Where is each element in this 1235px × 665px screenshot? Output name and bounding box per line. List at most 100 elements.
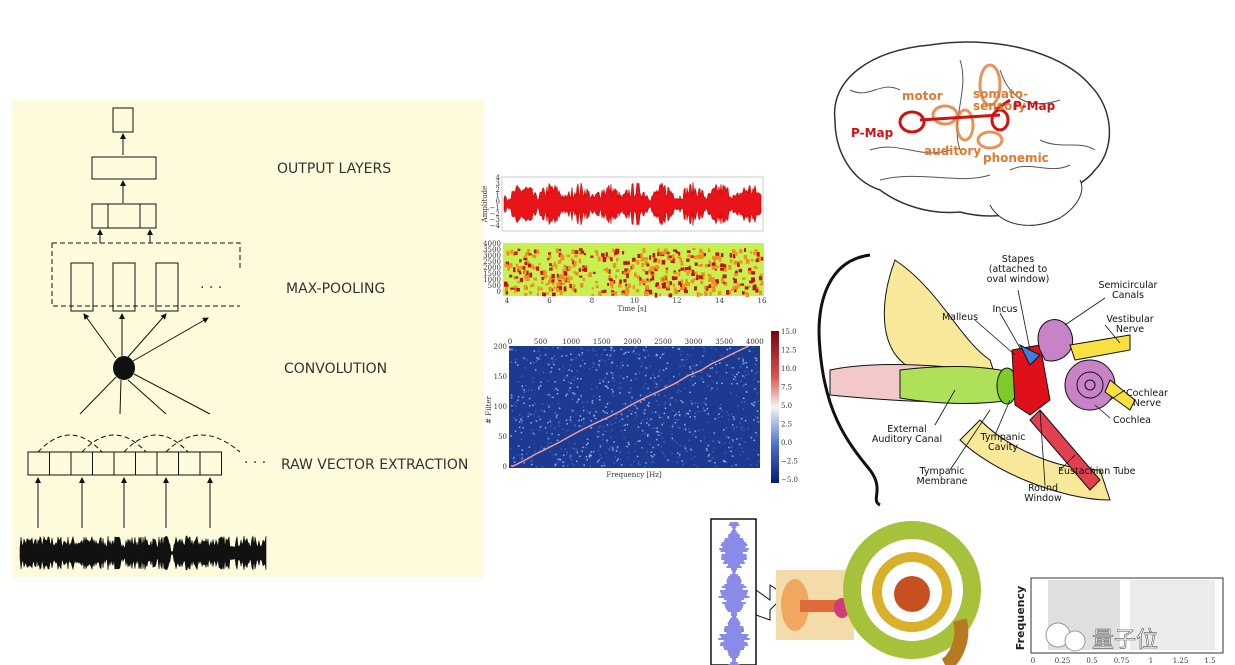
filter-noise-cell [656,386,658,388]
spectrogram-cell [666,280,670,284]
filter-xtick: 3500 [715,338,733,346]
filter-noise-cell [514,404,516,407]
spectrogram-cell [665,269,668,274]
filter-noise-cell [665,367,668,370]
filter-noise-cell [732,416,735,418]
filter-noise-cell [645,462,647,464]
spectrogram-cell [608,255,611,259]
filter-noise-cell [727,414,730,416]
filter-noise-cell [547,445,549,448]
filter-noise-cell [556,439,559,442]
filter-noise-cell [521,387,524,390]
filter-noise-cell [552,454,555,456]
filter-noise-cell [663,422,665,424]
spectrogram-cell [610,283,614,289]
spectrogram-cell [712,256,715,260]
brain-label-somato: somato- [973,87,1028,101]
spectrogram-cell [645,287,650,293]
filter-noise-cell [703,347,706,349]
filter-noise-cell [549,371,551,374]
filter-noise-cell [682,365,685,367]
filter-noise-cell [619,387,622,390]
filter-noise-cell [585,456,588,458]
spectrogram-cell [723,281,726,285]
filter-noise-cell [523,357,525,360]
filter-noise-cell [626,423,629,426]
spectrogram-cell [708,284,711,288]
filter-noise-cell [646,422,648,424]
spectrogram-cell [641,263,644,268]
filter-noise-cell [707,455,710,457]
filter-noise-cell [669,398,672,400]
spectrogram-cell [608,269,611,274]
spectrogram-cell [744,248,747,252]
spectrogram-cell [732,277,735,280]
filter-noise-cell [703,351,705,353]
filter-noise-cell [634,405,636,407]
filter-noise-cell [644,432,646,435]
filter-noise-cell [603,464,606,467]
spectrogram-cell [552,281,555,286]
spectrogram-cell [558,285,562,291]
spectrogram-cell [733,278,737,284]
spectrogram-cell [738,249,743,254]
spectrogram-cell [595,252,599,256]
spectrogram-cell [583,253,586,256]
waveform-ytick: 1 [496,192,500,200]
spectrogram-cell [678,251,681,256]
spectrogram-cell [578,248,583,251]
spectrogram-cell [731,249,736,254]
filter-noise-cell [678,453,681,456]
filter-noise-cell [729,366,732,369]
filter-noise-cell [731,465,734,467]
filter-noise-cell [757,421,760,423]
filter-noise-cell [702,381,705,383]
filter-noise-cell [718,413,720,415]
filter-noise-cell [633,460,635,463]
filter-noise-cell [644,356,647,359]
spectrogram-cell [559,291,563,296]
filter-noise-cell [700,371,703,373]
filter-noise-cell [576,401,578,403]
filter-noise-cell [576,386,579,388]
filter-noise-cell [738,357,740,360]
filter-noise-cell [613,380,616,382]
filter-noise-cell [635,352,638,355]
filter-noise-cell [723,460,725,463]
filter-noise-cell [581,359,584,362]
filter-noise-cell [531,429,533,432]
filter-noise-cell [598,365,600,368]
filter-noise-cell [684,387,686,389]
filter-noise-cell [672,423,674,426]
filter-noise-cell [735,426,738,428]
spectrogram-cell [523,276,526,279]
spectrogram-cell [734,271,738,277]
filter-noise-cell [606,439,608,442]
filter-noise-cell [538,429,540,431]
filter-noise-cell [592,395,595,397]
spectrogram-cell [510,249,514,255]
filter-noise-cell [523,462,525,464]
spectrogram-cell [567,265,572,270]
filter-noise-cell [555,416,558,418]
spectrogram-cell [523,257,528,261]
filter-noise-cell [686,374,689,376]
filter-noise-cell [640,422,643,424]
filter-noise-cell [568,389,570,392]
filter-noise-cell [673,418,676,421]
filter-noise-cell [703,401,706,404]
filter-noise-cell [522,427,524,429]
filter-noise-cell [714,363,717,366]
filter-noise-cell [711,450,714,453]
filter-noise-cell [559,407,561,410]
spectrogram-cell [637,253,641,259]
filter-noise-cell [630,413,633,415]
filter-noise-cell [549,450,551,453]
filter-noise-cell [515,401,517,403]
filter-noise-cell [557,389,559,391]
filter-noise-cell [598,363,600,366]
filter-noise-cell [652,373,654,376]
filter-noise-cell [645,367,648,369]
filter-noise-cell [539,426,542,428]
spectrogram-cell [734,251,738,256]
